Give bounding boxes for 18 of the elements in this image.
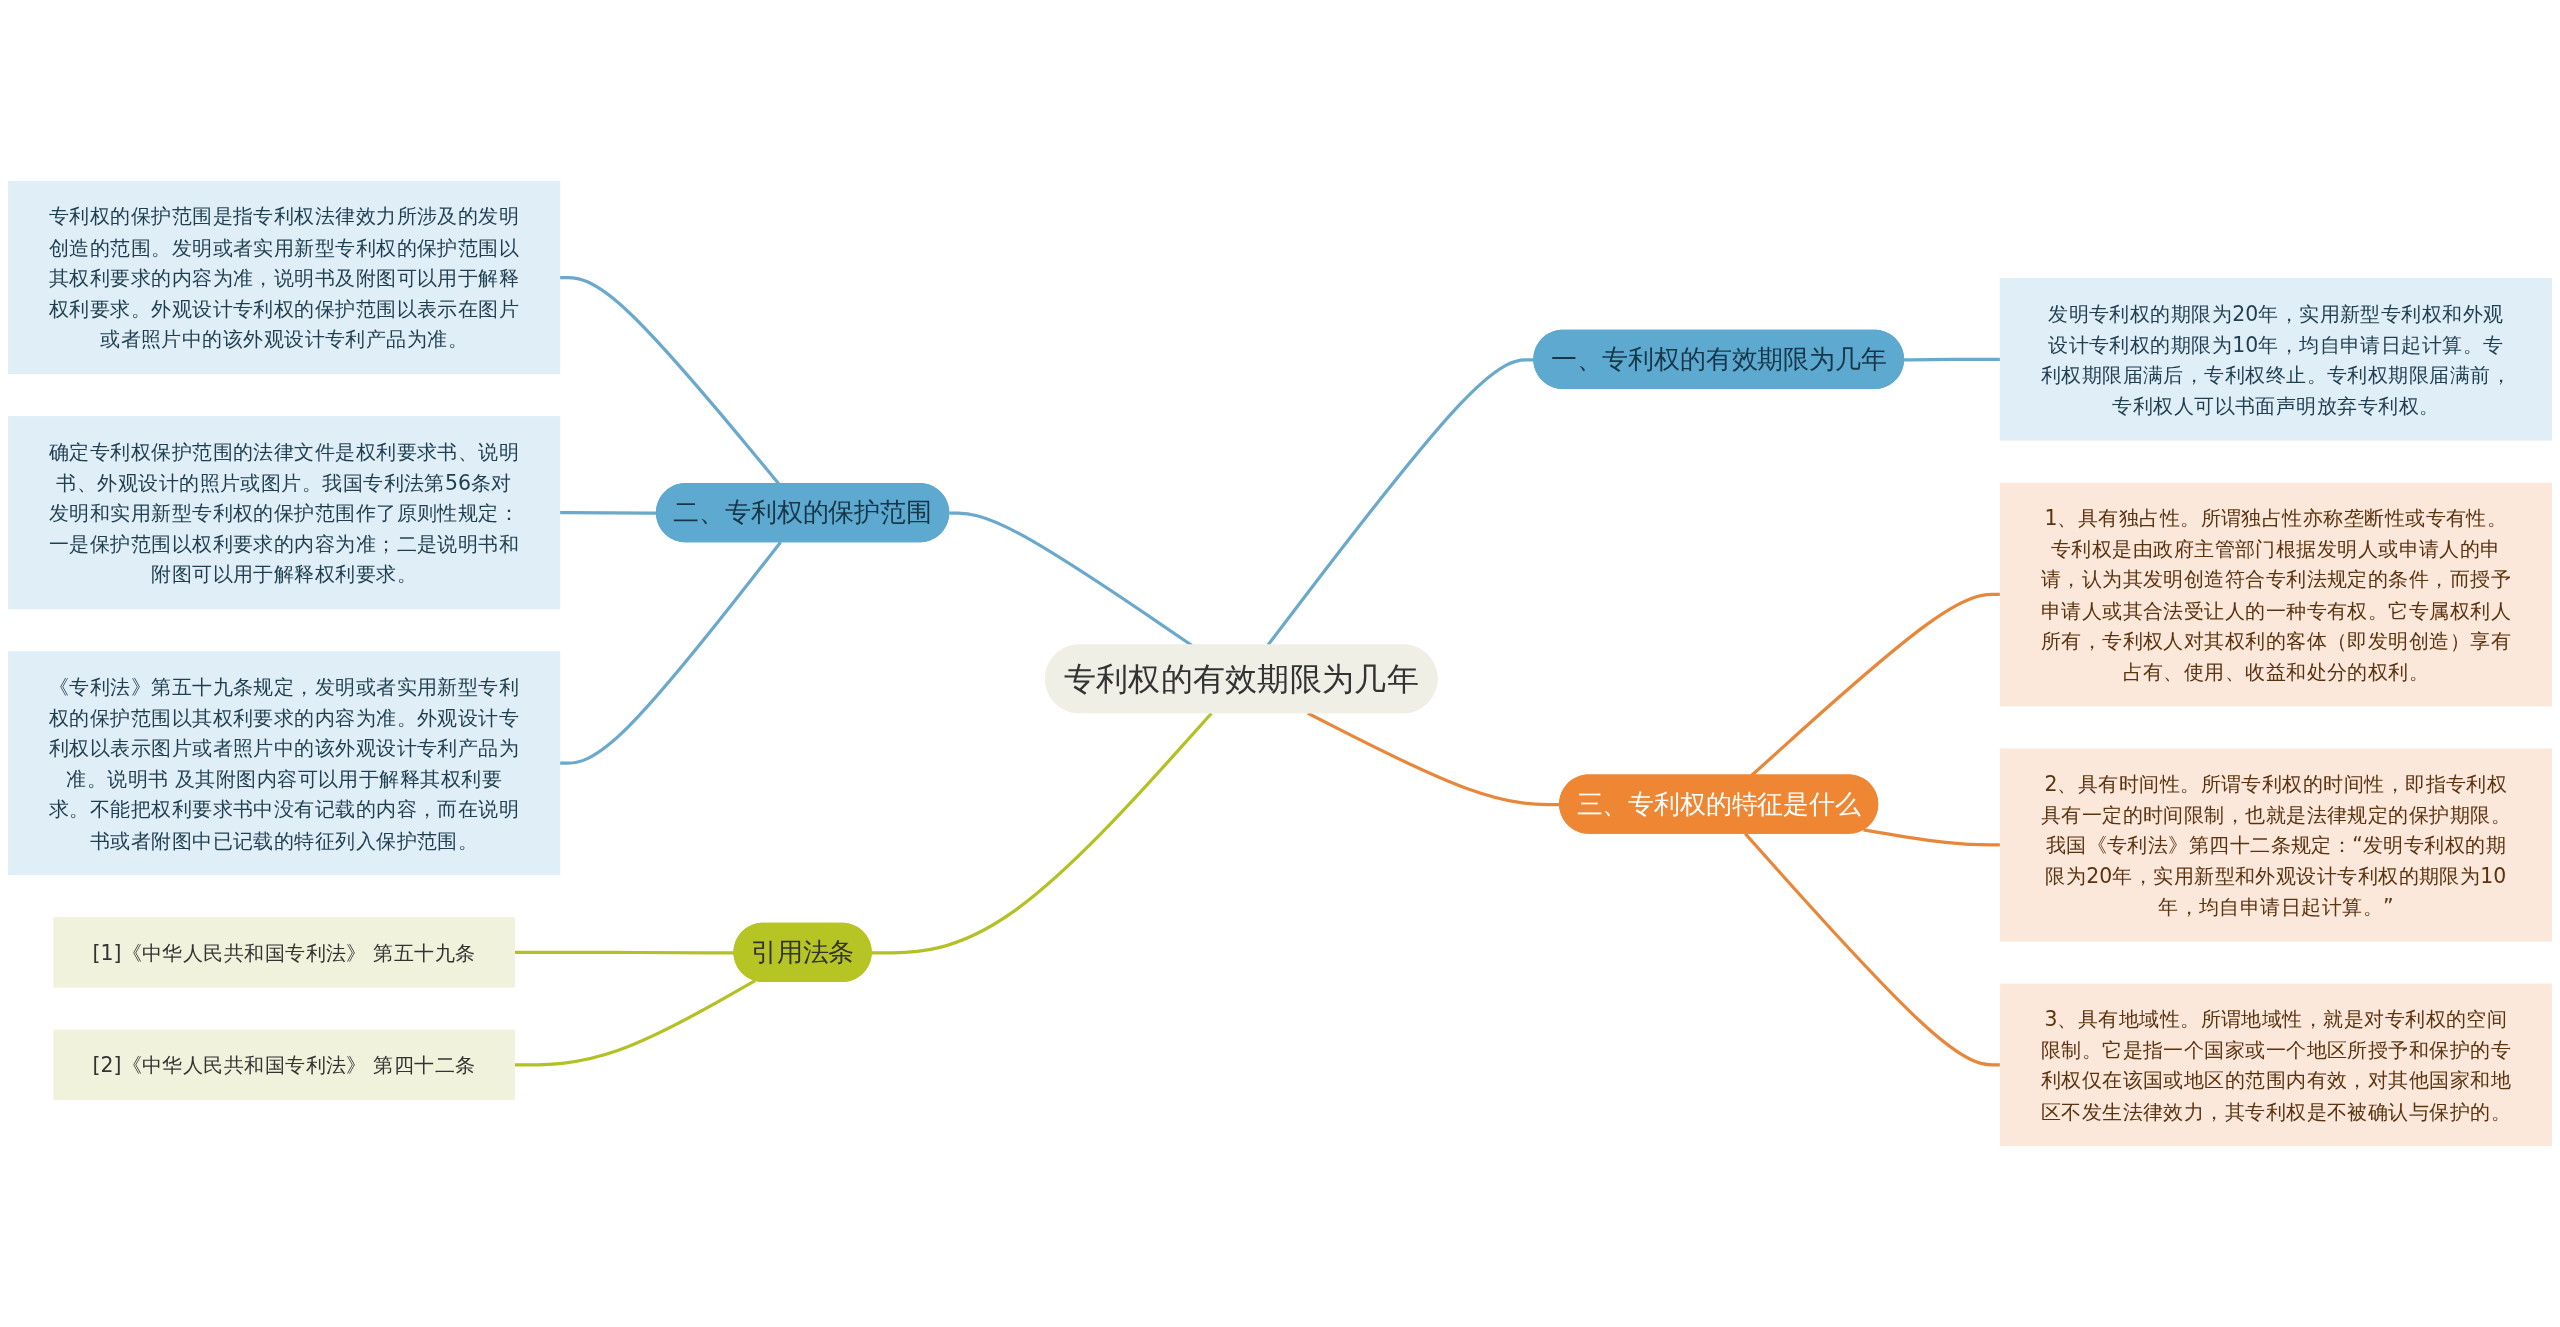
node-box: 确定专利权保护范围的法律文件是权利要求书、说明书、外观设计的照片或图片。我国专利法第56条对发明和实用新型专利权的保护范围作了原则性规定：一是保护范围以权利要求的内容为准；二是说明书和附图可以用于解释权利要求。 [8,416,561,610]
node-box: 专利权的保护范围是指专利权法律效力所涉及的发明创造的范围。发明或者实用新型专利权的保护范围以其权利要求的内容为准，说明书及附图可以用于解释权利要求。外观设计专利权的保护范围以表示在图片或者照片中的该外观设计专利产品为准。 [8,180,561,375]
node-box: [1]《中华人民共和国专利法》 第五十九条 [53,917,515,988]
connector [559,541,782,765]
connector [1863,828,2001,847]
connector [514,950,735,955]
connector [871,712,1213,955]
connector [514,979,756,1067]
node-box: 2、具有时间性。所谓专利权的时间性，即指专利权具有一定的时间限制，也就是法律规定的保护期限。我国《专利法》第四十二条规定：“发明专利权的期限为20年，实用新型和外观设计专利权的期限为10年，均自申请日起计算。” [1999,748,2552,942]
node-box: 发明专利权的期限为20年，实用新型专利权和外观设计专利权的期限为10年，均自申请日起计算。专利权期限届满后，专利权终止。专利权期限届满前，专利权人可以书面声明放弃专利权。 [1999,278,2552,441]
node-box: [2]《中华人民共和国专利法》 第四十二条 [53,1029,515,1101]
connector [1750,592,2001,777]
node-box: 《专利法》第五十九条规定，发明或者实用新型专利权的保护范围以其权利要求的内容为准。外观设计专利权以表示图片或者照片中的该外观设计专利产品为准。说明书 及其附图内容可以用于解释其权利要求。不能把权利要求书中没有记载的内容，而在说明书或者附图中已记载的特征列入保护范围。 [8,651,561,876]
connector [1307,711,1561,807]
node-box: 3、具有地域性。所谓地域性，就是对专利权的空间限制。它是指一个国家或一个地区所授予和保护的专利权仅在该国或地区的范围内有效，对其他国家和地区不发生法律效力，其专利权是不被确认与保护的。 [1999,983,2552,1147]
node-box: 1、具有独占性。所谓独占性亦称垄断性或专有性。专利权是由政府主管部门根据发明人或申请人的申请，认为其发明创造符合专利法规定的条件，而授予申请人或其合法受让人的一种专有权。它专属权利人所有，专利权人对其权利的客体（即发明创造）享有占有、使用、收益和处分的权利。 [1999,482,2552,707]
connector [1744,832,2001,1067]
connector [1904,357,2001,362]
